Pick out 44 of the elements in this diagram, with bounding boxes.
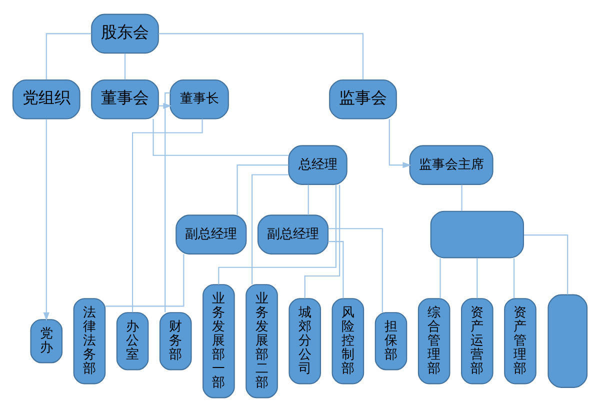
arrow: [388, 118, 412, 168]
node-box: 法律法务部: [73, 298, 106, 384]
connector: [105, 254, 184, 306]
node-box: 监事会主席: [409, 144, 494, 184]
connector: [46, 32, 92, 80]
node-box: 党组织: [12, 78, 80, 119]
node-box: 业务发展部二部: [246, 284, 278, 398]
node-box: 股东会: [91, 13, 159, 54]
node-box: 总经理: [288, 144, 348, 184]
connector: [236, 164, 288, 214]
node-box: [548, 294, 588, 388]
node-box: 董事长: [170, 78, 229, 119]
connector: [152, 118, 288, 156]
node-box: 城郊分公司: [288, 298, 321, 384]
node-box: 监事会: [329, 78, 397, 119]
node-box: 资产运营部: [461, 298, 494, 384]
connector: [328, 240, 344, 298]
node-box: 办公室: [116, 312, 149, 370]
node-box: 资产管理部: [504, 298, 536, 384]
connector: [158, 32, 364, 80]
connector: [252, 174, 288, 284]
node-box: 风险控制部: [332, 298, 364, 384]
node-box: 业务发展部一部: [202, 284, 235, 398]
connector: [132, 118, 203, 312]
node-box: 董事会: [91, 78, 159, 119]
connector: [328, 228, 383, 312]
connector: [440, 258, 441, 298]
connector: [524, 234, 568, 294]
connector: [476, 258, 478, 298]
connector: [514, 258, 515, 298]
node-box: 财务部: [159, 312, 192, 370]
node-box: 副总经理: [257, 214, 329, 254]
node-box: 党办: [30, 318, 63, 363]
connector: [164, 92, 170, 312]
node-box: 综合管理部: [418, 298, 450, 384]
connector: [461, 184, 462, 211]
connector: [304, 184, 340, 298]
arrow: [43, 118, 50, 320]
connector: [218, 184, 336, 284]
connector: [124, 52, 126, 80]
connector: [308, 184, 309, 215]
node-box: 担保部: [374, 312, 408, 370]
node-box: 副总经理: [176, 214, 247, 254]
node-box: [430, 210, 524, 258]
